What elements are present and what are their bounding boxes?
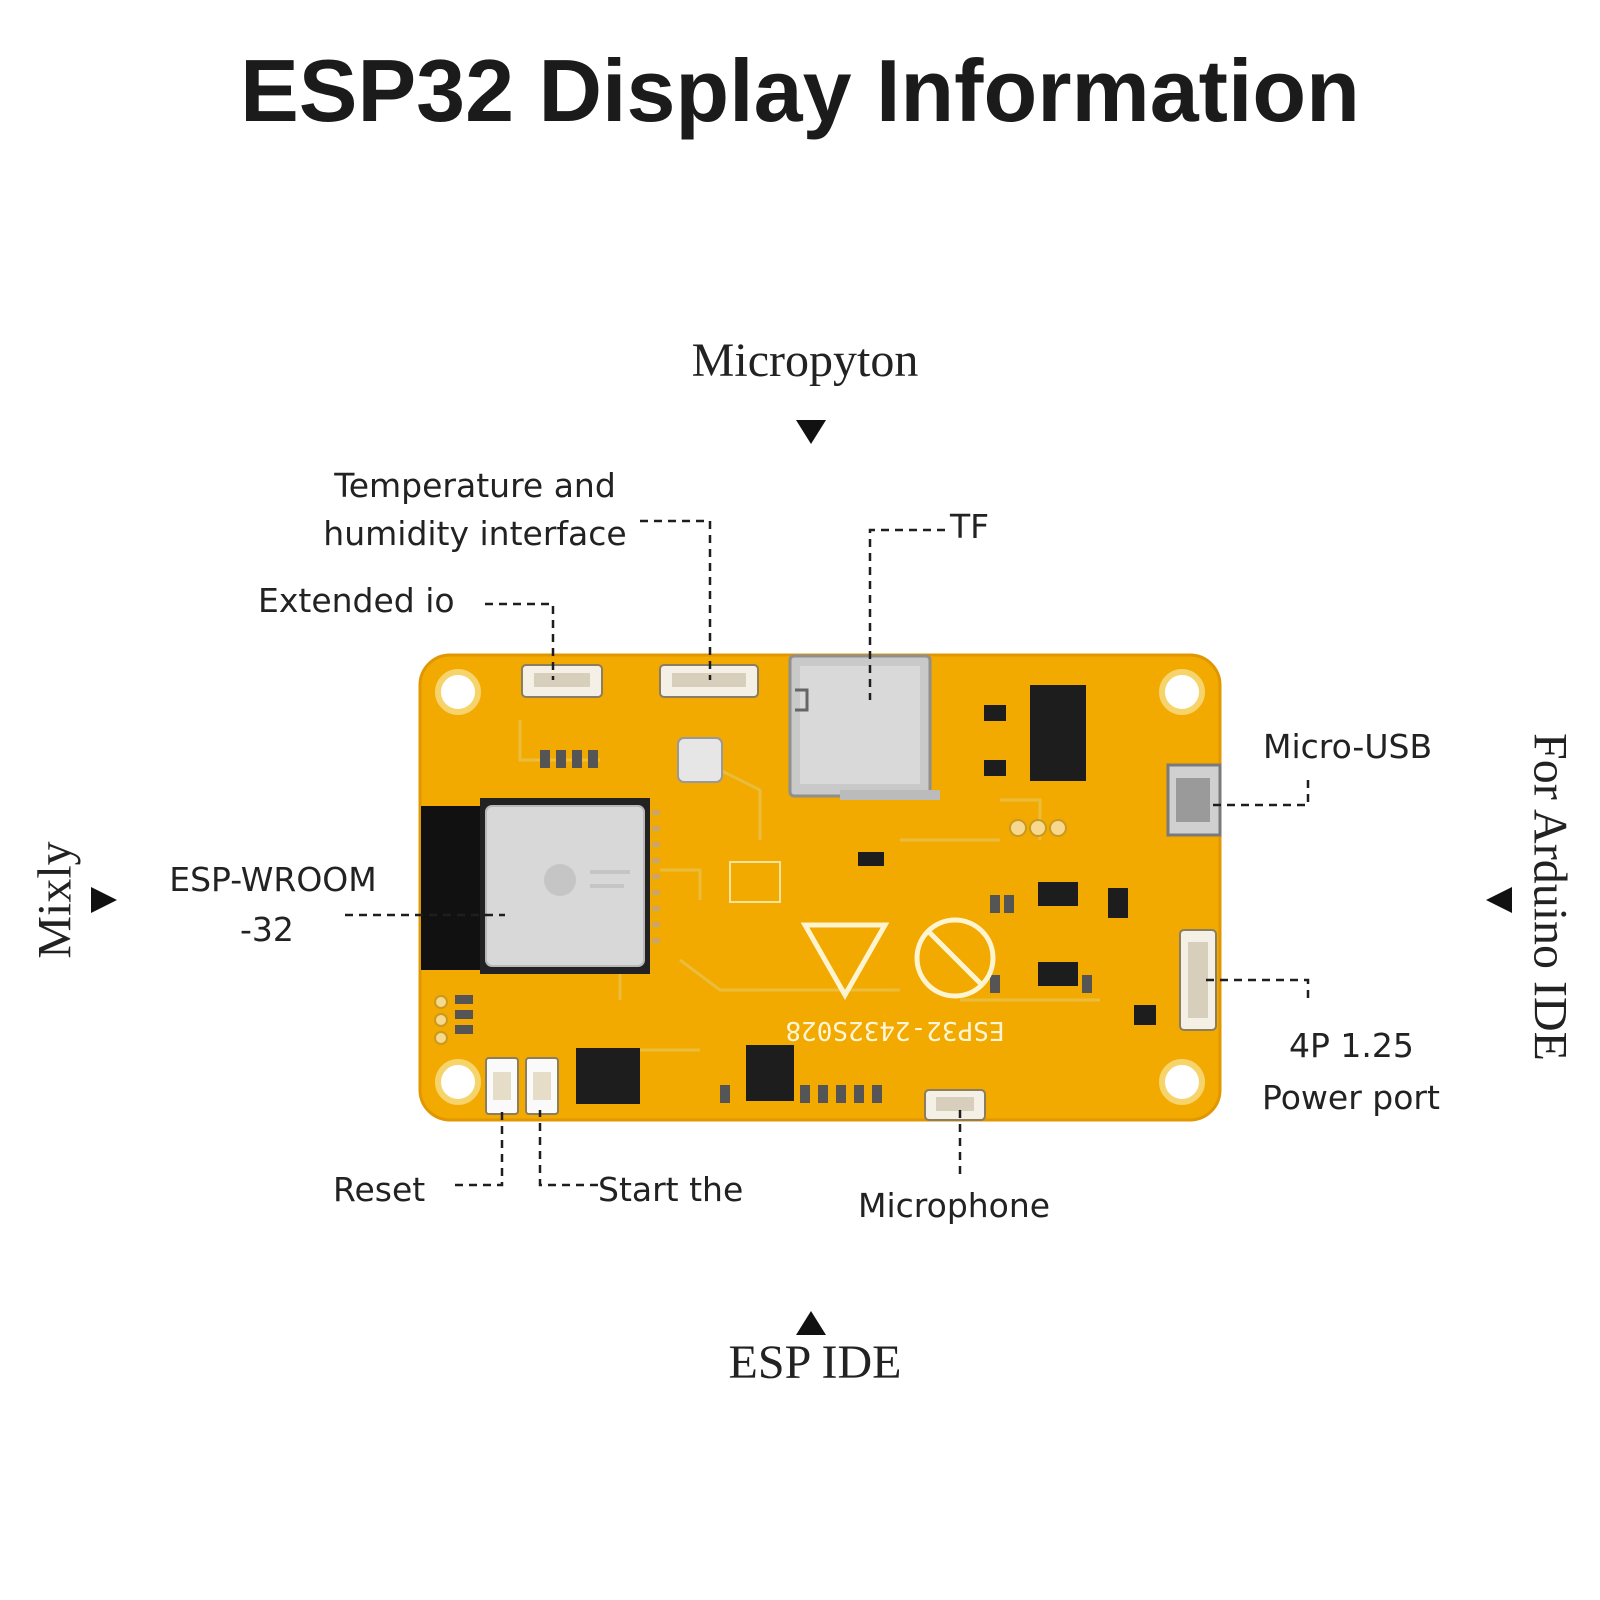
label-esp-wroom-line1: ESP-WROOM <box>158 855 388 905</box>
label-power-port-line1: 4P 1.25 <box>1262 1020 1462 1072</box>
label-micro-usb: Micro-USB <box>1263 727 1432 766</box>
reset-button <box>486 1058 518 1114</box>
arrow-up-icon <box>796 1311 826 1335</box>
label-esp-wroom: ESP-WROOM -32 <box>158 855 388 955</box>
rgb-led <box>678 738 722 782</box>
microphone-connector <box>925 1090 985 1120</box>
tf-card-slot <box>790 656 940 800</box>
arrow-right-icon <box>91 887 117 913</box>
label-power-port-line2: Power port <box>1262 1072 1462 1124</box>
arrow-down-icon <box>796 420 826 444</box>
ic-chip-u6 <box>1030 685 1086 781</box>
ic-chip-u3 <box>576 1048 640 1104</box>
boot-button <box>526 1058 558 1114</box>
label-temp-humidity-line2: humidity interface <box>310 510 640 558</box>
label-start: Start the <box>598 1170 743 1209</box>
label-microphone: Microphone <box>858 1186 1050 1225</box>
label-temp-humidity: Temperature and humidity interface <box>310 462 640 558</box>
leader-micro-usb <box>1210 780 1308 805</box>
label-tf: TF <box>950 507 989 546</box>
ic-chip-u5 <box>746 1045 794 1101</box>
esp-wroom-32-module <box>421 798 660 974</box>
micro-usb-port <box>1168 765 1220 835</box>
board-silkscreen: ESP32-2432S028 <box>785 1015 1004 1045</box>
label-power-port: 4P 1.25 Power port <box>1262 1020 1462 1124</box>
label-esp-wroom-line2: -32 <box>158 905 388 955</box>
extended-io-connector <box>522 665 602 697</box>
arrow-left-icon <box>1486 887 1512 913</box>
label-reset: Reset <box>333 1170 425 1209</box>
label-temp-humidity-line1: Temperature and <box>310 462 640 510</box>
temp-humidity-connector <box>660 665 758 697</box>
pcb-board: ESP32-2432S028 <box>420 655 1220 1120</box>
label-extended-io: Extended io <box>258 581 455 620</box>
